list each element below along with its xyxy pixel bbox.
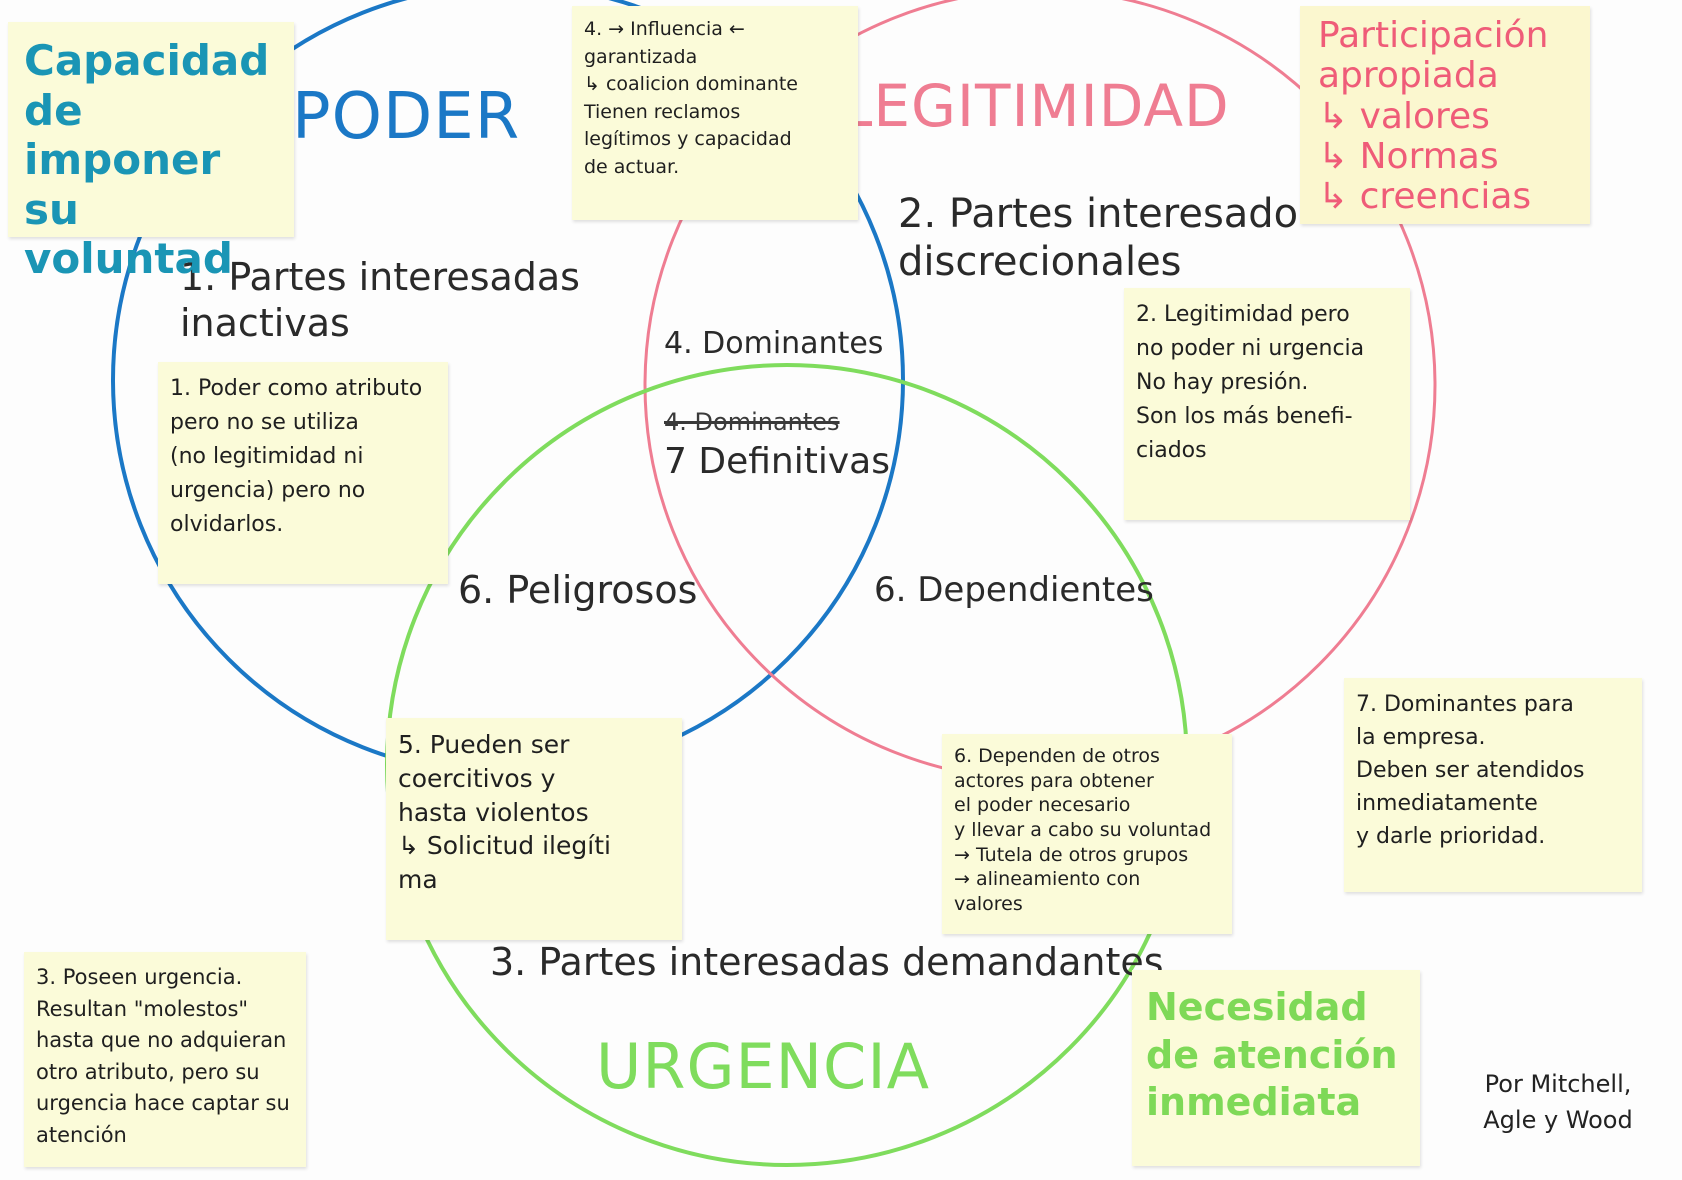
note-3: 3. Poseen urgencia. Resultan "molestos" … xyxy=(24,952,306,1167)
urgencia-title: URGENCIA xyxy=(596,1030,931,1103)
note-capacidad: Capacidad de imponer su voluntad xyxy=(8,22,294,283)
note-influencia: 4. → Influencia ← garantizada ↳ coalicio… xyxy=(572,6,858,220)
legitimidad-title: LEGITIMIDAD xyxy=(840,72,1230,140)
region-discrecionales: 2. Partes interesado discrecionales xyxy=(898,191,1299,285)
region-demandantes: 3. Partes interesadas demandantes xyxy=(490,940,1164,984)
note-6: 6. Dependen de otros actores para obtene… xyxy=(942,734,1232,934)
note-2: 2. Legitimidad pero no poder ni urgencia… xyxy=(1124,288,1410,520)
note-5: 5. Pueden ser coercitivos y hasta violen… xyxy=(386,718,682,940)
note-necesidad: Necesidad de atención inmediata xyxy=(1132,970,1420,1166)
region-dominantes: 4. Dominantes xyxy=(664,326,884,361)
region-crossed-out: 4. Dominantes xyxy=(664,408,840,436)
note-1: 1. Poder como atributo pero no se utiliz… xyxy=(158,362,448,584)
region-definitivas: 7 Definitivas xyxy=(664,441,890,482)
note-7: 7. Dominantes para la empresa. Deben ser… xyxy=(1344,678,1642,892)
region-inactivas: 1. Partes interesadas inactivas xyxy=(180,255,580,345)
poder-title: PODER xyxy=(292,80,521,154)
note-participacion: Participación apropiada ↳ valores ↳ Norm… xyxy=(1300,6,1590,224)
author-credit: Por Mitchell, Agle y Wood xyxy=(1483,1070,1633,1134)
region-dependientes: 6. Dependientes xyxy=(874,570,1154,610)
region-peligrosos: 6. Peligrosos xyxy=(458,568,698,612)
